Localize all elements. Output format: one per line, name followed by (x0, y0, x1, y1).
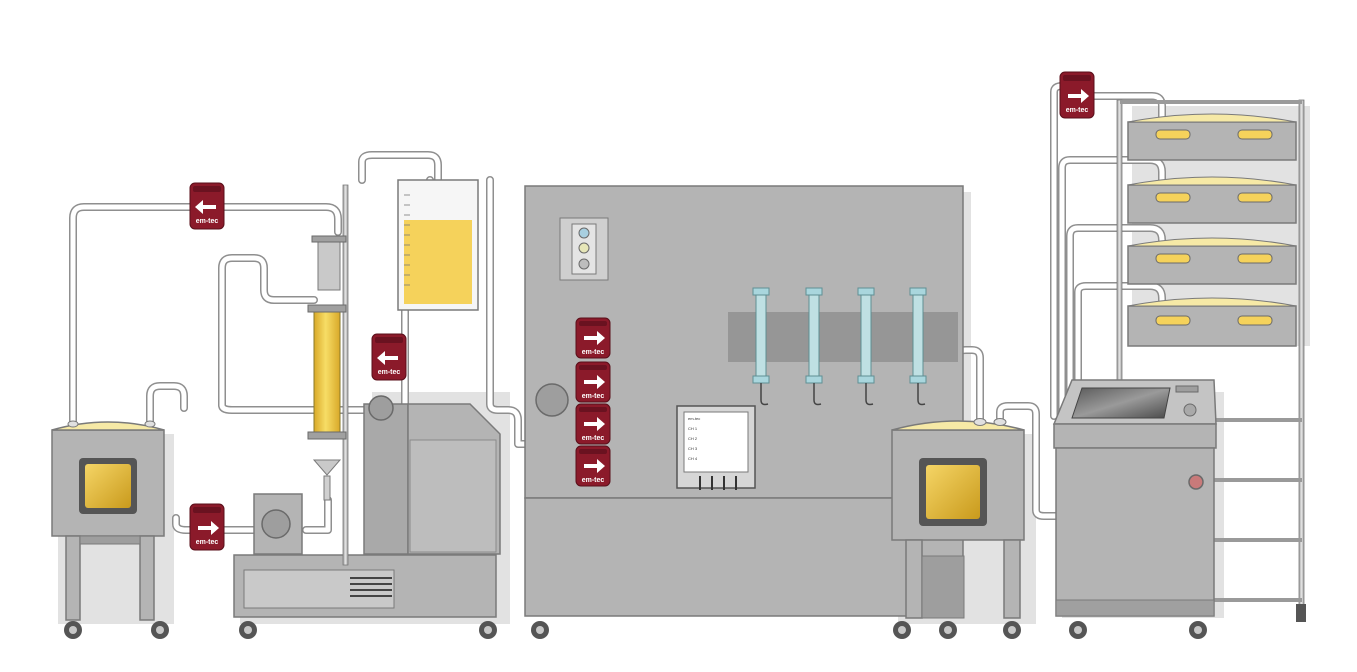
flow-sensor: em-tec (575, 361, 611, 403)
sensor-brand-label: em-tec (582, 393, 605, 400)
controller-line: CH 1 (688, 426, 698, 431)
arrow-right-icon (584, 417, 605, 431)
wheel-icon (1069, 621, 1207, 639)
flow-sensor: em-tec (189, 182, 225, 230)
arrow-left-icon (195, 200, 216, 214)
controller-line: CH 3 (688, 446, 698, 451)
flow-sensor: em-tec (575, 445, 611, 487)
controller-box: em-tec CH 1 CH 2 CH 3 CH 4 (676, 405, 756, 490)
wheel-icon (1003, 621, 1021, 639)
flow-sensor: em-tec (575, 403, 611, 445)
wheel-icon (531, 621, 957, 639)
sensor-brand-label: em-tec (196, 539, 219, 546)
arrow-right-icon (584, 331, 605, 345)
sensor-brand-label: em-tec (1066, 107, 1089, 114)
sensor-brand-label: em-tec (582, 349, 605, 356)
window-icon (919, 458, 987, 526)
sensor-brand-label: em-tec (582, 435, 605, 442)
tray (1127, 113, 1297, 161)
indicator-light-icon (559, 217, 609, 281)
right-harvest-vessel (891, 418, 1025, 639)
workstation (1052, 379, 1217, 639)
flow-cells (752, 287, 927, 384)
flow-sensor: em-tec (1059, 71, 1095, 119)
tray (1127, 297, 1297, 347)
controller-line: CH 4 (688, 456, 698, 461)
arrow-right-icon (198, 521, 219, 535)
flow-sensors: em-tec em-tec em-tec em-tec em-t (189, 71, 1095, 551)
left-feed-vessel (51, 420, 169, 639)
tray-rack (1116, 99, 1306, 622)
controller-title: em-tec (688, 416, 700, 421)
flow-sensor: em-tec (575, 317, 611, 359)
flow-sensor: em-tec (189, 503, 225, 551)
chromatography-cart (233, 179, 501, 639)
window-icon (79, 458, 137, 514)
arrow-right-icon (584, 375, 605, 389)
sensor-brand-label: em-tec (582, 477, 605, 484)
wheel-icon (1296, 604, 1306, 622)
arrow-left-icon (377, 351, 398, 365)
tray (1127, 176, 1297, 224)
wheel-icon (239, 621, 497, 639)
wheel-icon (64, 621, 169, 639)
tray (1127, 237, 1297, 285)
sensor-brand-label: em-tec (378, 369, 401, 376)
arrow-right-icon (584, 459, 605, 473)
controller-line: CH 2 (688, 436, 698, 441)
arrow-right-icon (1068, 89, 1089, 103)
sensor-brand-label: em-tec (196, 218, 219, 225)
flow-sensor: em-tec (371, 333, 407, 381)
